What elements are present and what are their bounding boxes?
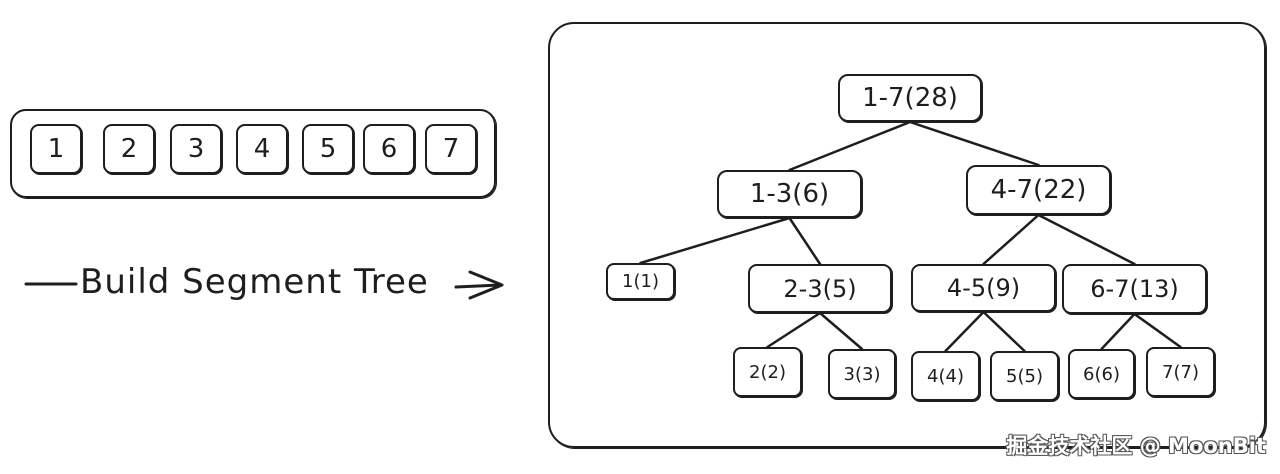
array-cell: 4 (236, 124, 288, 174)
array-cell: 7 (425, 124, 477, 174)
tree-edge (788, 120, 912, 172)
tree-node-root: 1-7(28) (838, 74, 982, 122)
tree-edge (982, 213, 1040, 266)
tree-leaf-5: 5(5) (990, 351, 1059, 401)
watermark-text: 掘金技术社区 @ MoonBit (1006, 434, 1266, 458)
tree-edge (766, 311, 822, 349)
tree-panel (548, 22, 1266, 448)
tree-edge (639, 216, 791, 265)
tree-leaf-2: 2(2) (733, 347, 802, 397)
tree-leaf-1: 1(1) (606, 263, 675, 300)
tree-leaf-3: 3(3) (828, 349, 896, 399)
tree-edge (818, 311, 864, 351)
arrow-head (468, 270, 504, 300)
tree-leaf-6: 6(6) (1068, 349, 1135, 399)
arrow-label: Build Segment Tree (80, 262, 429, 302)
tree-node-1-3: 1-3(6) (717, 170, 862, 218)
tree-edge (982, 310, 1026, 353)
array-cell: 3 (170, 124, 222, 174)
tree-node-2-3: 2-3(5) (748, 264, 892, 313)
tree-edge (908, 120, 1040, 167)
tree-leaf-7: 7(7) (1146, 347, 1215, 397)
array-cell: 5 (302, 124, 354, 174)
input-array (10, 109, 496, 198)
tree-node-4-5: 4-5(9) (911, 264, 1056, 312)
tree-edge (1100, 312, 1136, 351)
tree-node-6-7: 6-7(13) (1062, 264, 1207, 314)
array-cell: 2 (103, 124, 155, 174)
arrow-shaft-line (454, 283, 502, 289)
tree-edge (788, 216, 822, 266)
tree-node-4-7: 4-7(22) (966, 165, 1111, 215)
array-cell: 1 (30, 124, 82, 174)
array-cell: 6 (363, 124, 415, 174)
tree-edge (1133, 312, 1182, 349)
tree-edge (944, 310, 985, 353)
tree-edge (1037, 213, 1136, 266)
tree-leaf-4: 4(4) (911, 351, 980, 401)
